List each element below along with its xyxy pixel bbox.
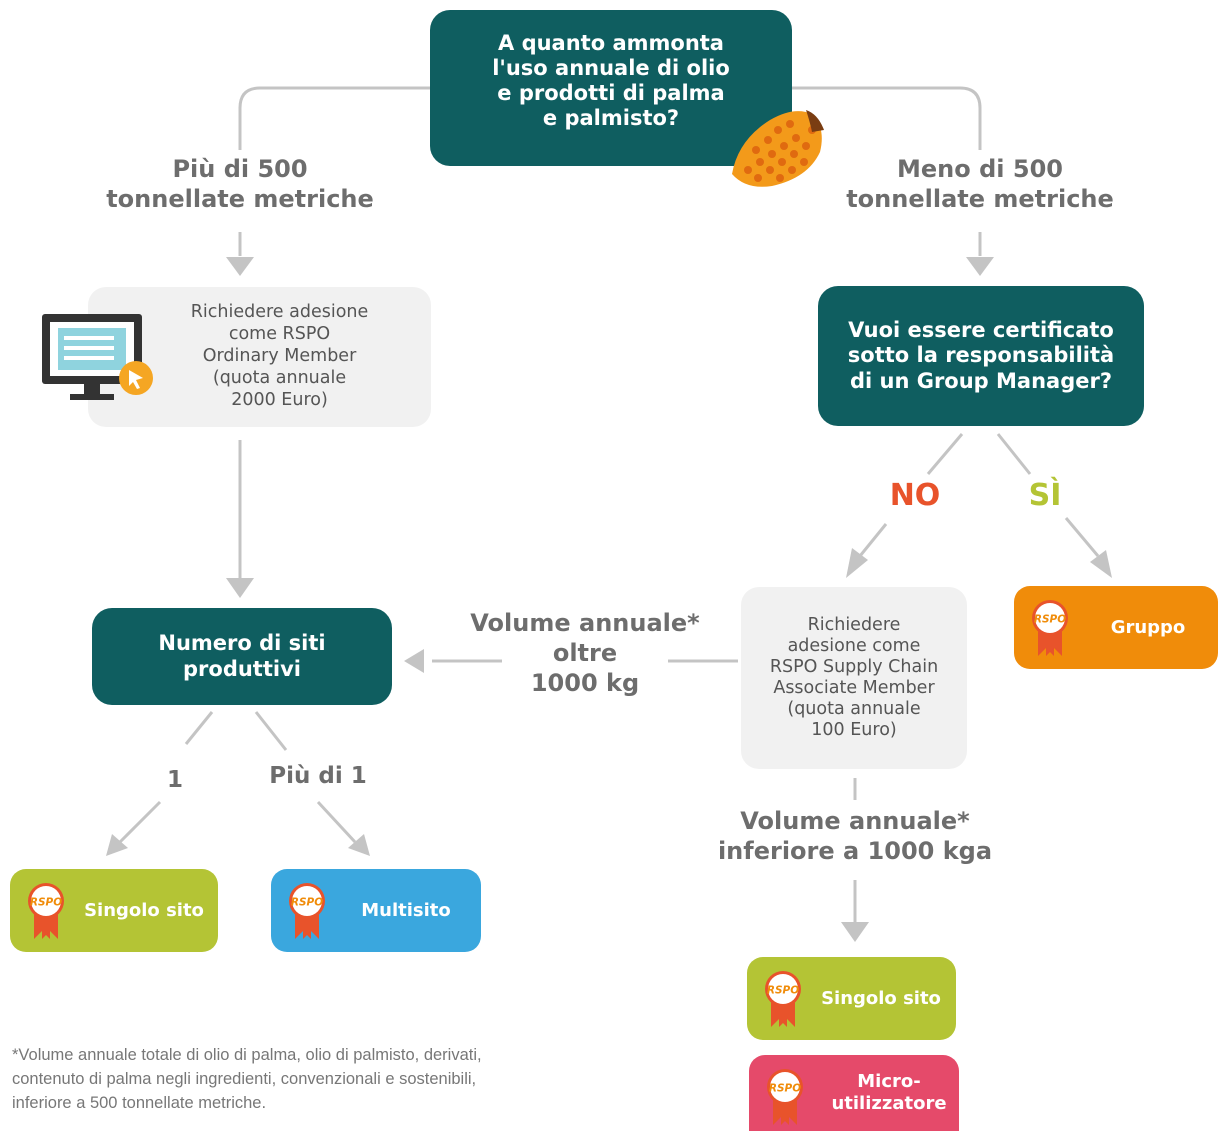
connector-more-to-multi (316, 800, 357, 844)
svg-text:RSPO: RSPO (1034, 614, 1066, 626)
arrow-to-sites-left (404, 649, 424, 673)
volume-over-1000-label: Volume annuale* oltre 1000 kg (470, 609, 700, 697)
palm-fruit-icon (732, 110, 824, 187)
branch-more-than-500: Più di 500 tonnellate metriche (106, 155, 374, 213)
sites-one-label: 1 (166, 767, 183, 793)
volume-under-1000-label: Volume annuale* inferiore a 1000 kga (717, 807, 993, 865)
cursor-icon (119, 361, 153, 395)
answer-no: NO (889, 478, 941, 513)
connector-sites-to-more (254, 711, 288, 751)
connector-top-right (792, 86, 982, 150)
arrow-to-single-left (106, 834, 128, 856)
group-manager-question-box: Vuoi essere certificato sotto la respons… (818, 286, 1144, 426)
connector-to-yes (996, 433, 1032, 475)
badge-gruppo: RSPO Gruppo (1014, 586, 1218, 669)
rspo-ribbon-icon: RSPO (1032, 600, 1068, 656)
production-sites-question-box: Numero di siti produttivi (92, 608, 392, 705)
svg-text:RSPO: RSPO (291, 897, 323, 909)
connector-one-to-single (118, 800, 162, 844)
start-question-text: A quanto ammonta l'uso annuale di olio e… (492, 30, 730, 131)
arrow-to-multi (348, 834, 370, 856)
svg-text:RSPO: RSPO (30, 897, 62, 909)
rspo-ribbon-icon: RSPO (28, 883, 64, 939)
arrow-right-down (966, 257, 994, 276)
arrow-to-group (1090, 550, 1112, 578)
answer-yes: SÌ (1028, 478, 1062, 513)
arrow-left-down (226, 257, 254, 276)
arrow-to-sites (226, 578, 254, 598)
connector-to-no (926, 433, 964, 475)
connector-sites-to-one (184, 711, 214, 745)
arrow-to-single-right (841, 922, 869, 942)
connector-top-left (238, 86, 430, 150)
rspo-ribbon-icon: RSPO (767, 1069, 803, 1125)
badge-singolo-sito-right: RSPO Singolo sito (747, 957, 956, 1040)
arrow-to-supply (846, 548, 868, 578)
badge-multisito-label: Multisito (361, 899, 451, 921)
badge-micro-utilizzatore: RSPO Micro- utilizzatore (749, 1055, 959, 1131)
connector-yes-to-group (1064, 517, 1100, 557)
badge-singolo-sito-left: RSPO Singolo sito (10, 869, 218, 952)
production-sites-question-text: Numero di siti produttivi (158, 631, 326, 681)
connector-no-to-supply (858, 523, 888, 557)
badge-multisito: RSPO Multisito (271, 869, 481, 952)
group-manager-question-text: Vuoi essere certificato sotto la respons… (847, 318, 1115, 393)
sites-more-label: Più di 1 (269, 763, 367, 789)
rspo-ribbon-icon: RSPO (289, 883, 325, 939)
ordinary-member-box: Richiedere adesione come RSPO Ordinary M… (88, 287, 431, 427)
badge-gruppo-label: Gruppo (1110, 616, 1186, 638)
start-question-box: A quanto ammonta l'uso annuale di olio e… (430, 10, 792, 166)
badge-micro-utilizzatore-label: Micro- utilizzatore (831, 1071, 947, 1114)
ordinary-member-text: Richiedere adesione come RSPO Ordinary M… (190, 302, 369, 410)
footnote: *Volume annuale totale di olio di palma,… (12, 1046, 482, 1112)
supply-chain-member-text: Richiedere adesione come RSPO Supply Cha… (769, 615, 939, 740)
branch-less-than-500: Meno di 500 tonnellate metriche (846, 155, 1114, 213)
badge-singolo-sito-left-label: Singolo sito (84, 899, 204, 921)
computer-monitor-icon (42, 314, 153, 400)
badge-singolo-sito-right-label: Singolo sito (821, 987, 941, 1009)
svg-text:RSPO: RSPO (767, 985, 799, 997)
supply-chain-member-box: Richiedere adesione come RSPO Supply Cha… (741, 587, 967, 769)
rspo-ribbon-icon: RSPO (765, 971, 801, 1027)
svg-text:RSPO: RSPO (769, 1083, 801, 1095)
